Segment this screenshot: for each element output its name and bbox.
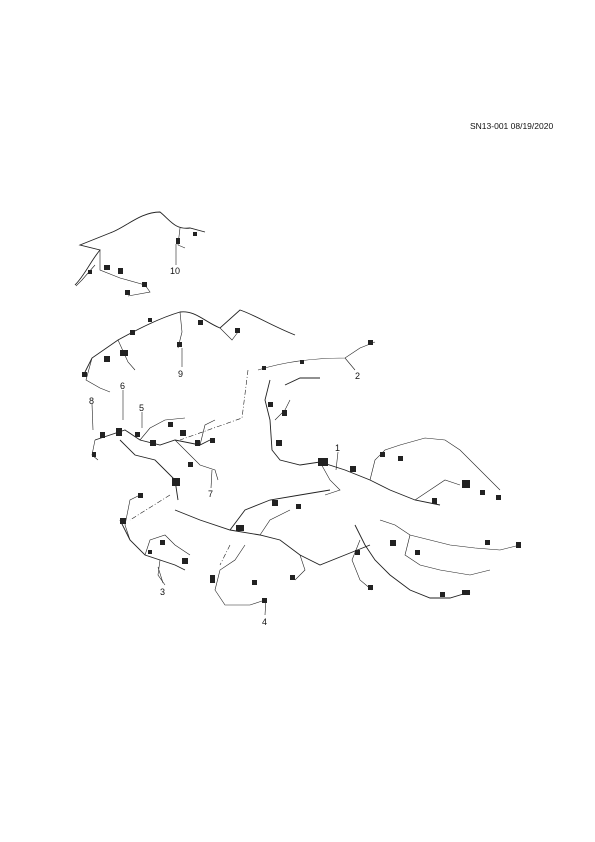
callout-6: 6	[120, 381, 125, 391]
harness-left-cluster	[91, 417, 219, 501]
callout-7: 7	[208, 489, 213, 499]
callout-10: 10	[170, 266, 180, 276]
harness-10	[74, 211, 206, 297]
harness-4	[174, 489, 371, 606]
harness-2	[257, 340, 376, 371]
callouts: 1 2 3 4 5 6 7 8 9 10	[89, 266, 360, 627]
callout-4: 4	[262, 617, 267, 627]
connection-lines	[129, 369, 249, 566]
document-id: SN13-001 08/19/2020	[470, 121, 554, 131]
callout-5: 5	[139, 403, 144, 413]
harness-3	[119, 493, 191, 586]
callout-2: 2	[355, 371, 360, 381]
harness-9	[82, 309, 296, 393]
harness-1	[264, 377, 501, 506]
callout-9: 9	[178, 369, 183, 379]
callout-8: 8	[89, 396, 94, 406]
harness-rear-right	[351, 519, 521, 599]
leader-lines	[91, 244, 356, 616]
callout-1: 1	[335, 443, 340, 453]
callout-3: 3	[160, 587, 165, 597]
